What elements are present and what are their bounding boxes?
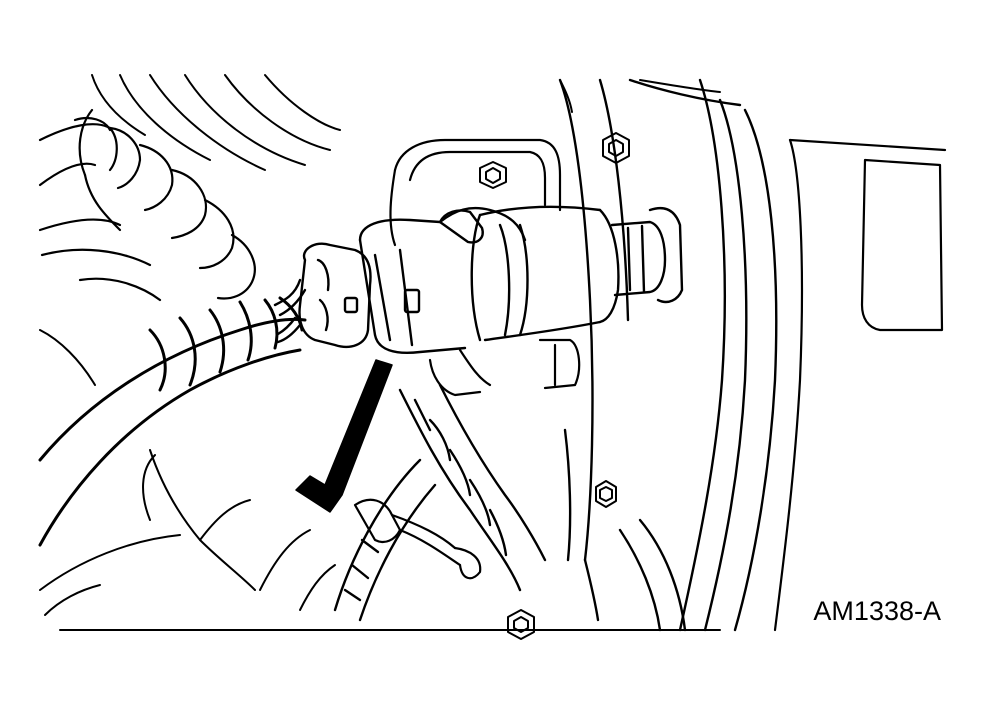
hex-bolt-top (479, 161, 507, 189)
corrugated-hose (38, 108, 256, 302)
hex-bolt-right (602, 132, 630, 164)
pointer-arrow (295, 359, 393, 513)
secondary-harness (333, 383, 547, 622)
far-right-panel (773, 138, 947, 632)
figure-id-label: AM1338-A (813, 596, 941, 626)
sensor-barrel (470, 205, 684, 342)
upper-right-arcs (559, 79, 721, 113)
small-wire-terminal (353, 498, 482, 580)
main-wiring-harness (38, 296, 307, 547)
hex-bolt-bottom (507, 609, 535, 640)
mounting-bracket (389, 138, 581, 397)
connector-body (273, 206, 527, 354)
lower-body-panels (39, 329, 721, 631)
housing-contour-lines (91, 74, 341, 171)
hex-bolt-lower (595, 480, 617, 508)
right-housing-frame (558, 78, 778, 632)
